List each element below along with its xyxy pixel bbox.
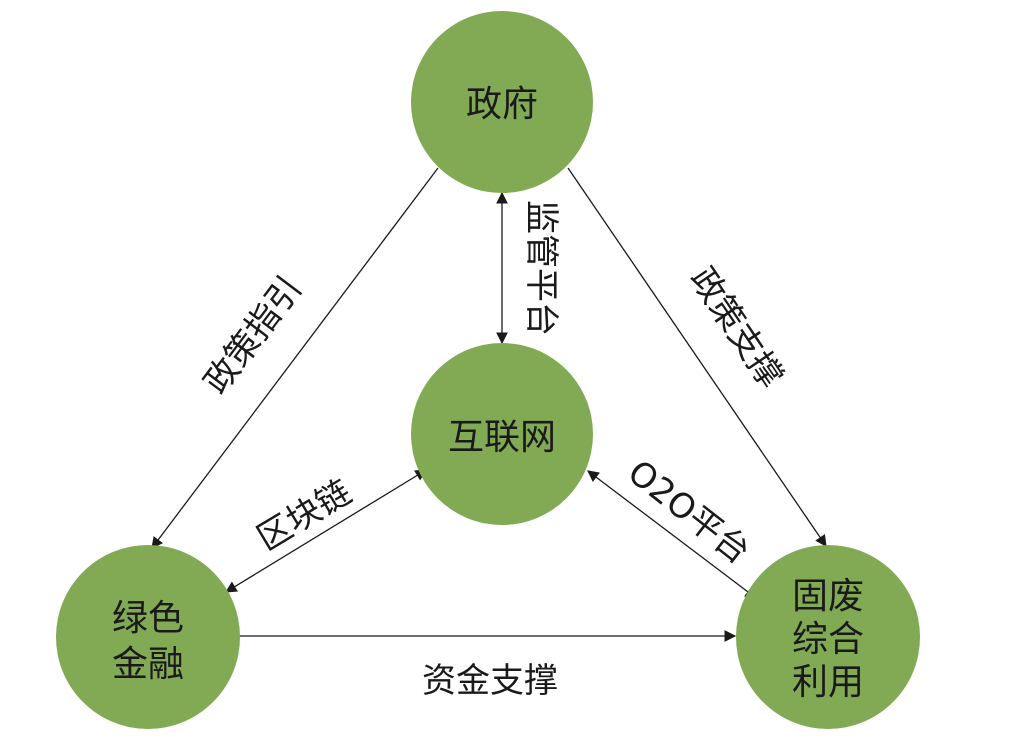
edge-label-policy-support: 政策支撑 — [682, 260, 791, 395]
node-government-circle — [411, 11, 593, 193]
node-government-label: 政府 — [466, 84, 538, 125]
node-solid-waste-label-line2: 综合 — [792, 619, 864, 660]
nodes — [56, 11, 920, 729]
edge-label-policy-guidance: 政策指引 — [196, 269, 310, 402]
edge-label-o2o-platform: O2O平台 — [620, 453, 757, 573]
node-solid-waste-circle — [736, 545, 920, 729]
edge-gov-to-waste — [567, 167, 827, 547]
edge-gov-to-finance — [151, 167, 439, 549]
edge-internet-waste — [587, 470, 757, 599]
edge-label-funding-support: 资金支撑 — [422, 661, 558, 701]
edge-label-regulatory-platform: 监管平台 — [521, 200, 561, 336]
edges — [151, 167, 827, 642]
edge-label-blockchain: 区块链 — [250, 472, 358, 559]
node-internet-circle — [411, 343, 593, 525]
edge-internet-finance — [225, 469, 427, 593]
node-green-finance-circle — [56, 545, 240, 729]
node-green-finance-label-line1: 绿色 — [112, 598, 184, 639]
node-solid-waste-label-line1: 固废 — [792, 576, 864, 617]
node-green-finance-label-line2: 金融 — [112, 644, 184, 685]
node-solid-waste-label-line3: 利用 — [792, 662, 864, 703]
node-internet-label: 互联网 — [448, 417, 556, 458]
